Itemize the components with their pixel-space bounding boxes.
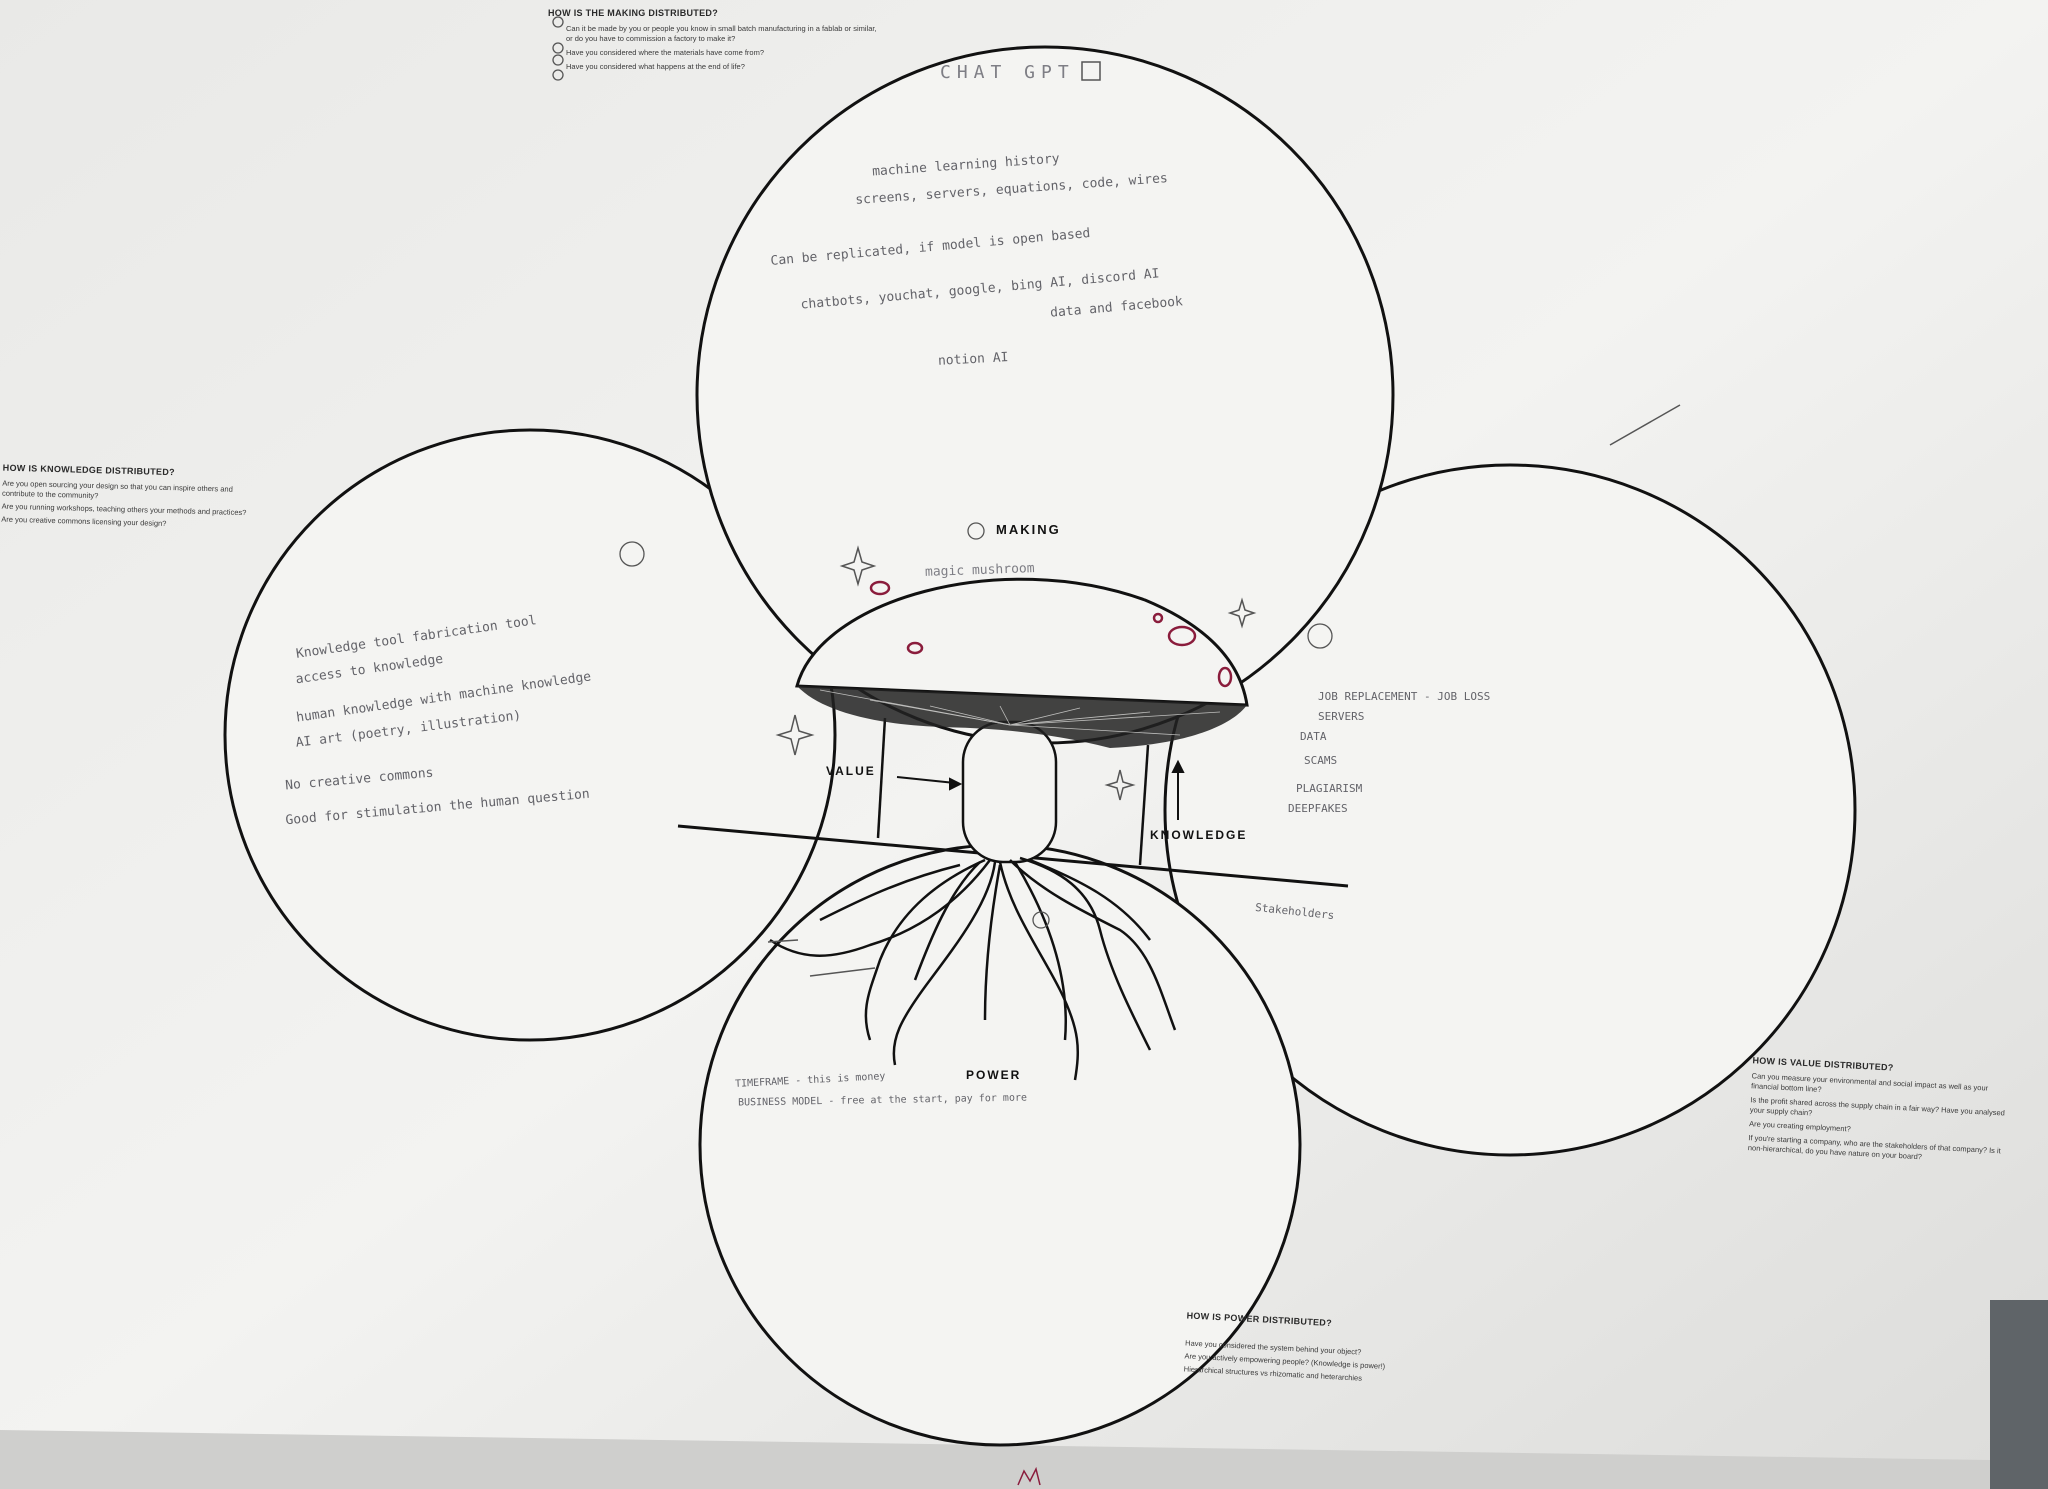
making-q2: Have you considered where the materials … — [566, 48, 765, 57]
knowledge-questions: HOW IS KNOWLEDGE DISTRIBUTED? Are you op… — [1, 463, 258, 532]
paper-bottom-shadow — [0, 1430, 1990, 1489]
label-value: VALUE — [826, 764, 876, 778]
sparkles — [775, 545, 1257, 801]
note-value-1: JOB REPLACEMENT - JOB LOSS — [1318, 690, 1491, 703]
label-making: MAKING — [996, 522, 1061, 537]
petal-circles — [223, 45, 1857, 1447]
note-value-3: DATA — [1300, 730, 1327, 743]
label-power: POWER — [966, 1068, 1022, 1082]
making-questions: HOW IS THE MAKING DISTRIBUTED? Can it be… — [548, 8, 878, 72]
circle-knowledge — [223, 428, 837, 1042]
note-value-2: SERVERS — [1318, 710, 1365, 723]
making-q1: Can it be made by you or people you know… — [566, 24, 877, 43]
note-chat-gpt: CHAT GPT — [940, 62, 1075, 83]
note-value-4: SCAMS — [1304, 754, 1338, 767]
roots — [769, 856, 1177, 1081]
knowledge-q1: Are you open sourcing your design so tha… — [1, 478, 233, 501]
making-title: HOW IS THE MAKING DISTRIBUTED? — [548, 8, 718, 18]
circle-value — [1163, 463, 1857, 1157]
ink-marks — [767, 61, 1681, 1486]
value-questions: HOW IS VALUE DISTRIBUTED? Can you measur… — [1748, 1055, 2013, 1166]
note-value-5: PLAGIARISM — [1296, 782, 1363, 795]
label-knowledge: KNOWLEDGE — [1150, 828, 1248, 842]
value-arrow — [896, 776, 963, 791]
circled-numbers — [552, 16, 1333, 929]
making-q3: Have you considered what happens at the … — [566, 62, 745, 71]
mushroom-cap — [795, 577, 1249, 748]
note-value-6: DEEPFAKES — [1288, 802, 1348, 815]
knowledge-arrow — [1171, 759, 1185, 820]
